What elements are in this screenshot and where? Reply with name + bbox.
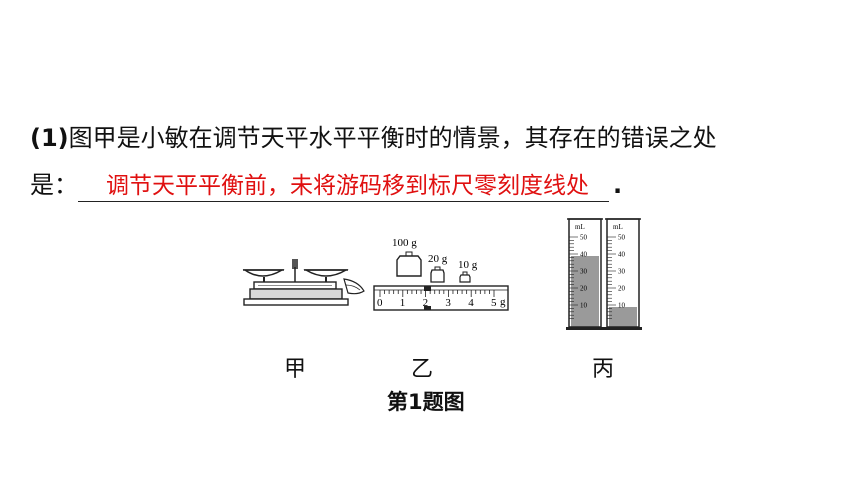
scale-tick-label: 4: [468, 297, 474, 309]
answer-blank: 调节天平平衡前，未将游码移到标尺零刻度线处: [78, 171, 609, 202]
scale-tick-label: 2: [423, 297, 429, 309]
figure-label-yi: 乙: [411, 357, 434, 382]
figure-label-jia: 甲: [284, 357, 307, 382]
scale-tick-label: 0: [377, 297, 383, 309]
scale-tick-label: 1: [400, 297, 406, 309]
rider-bottom: [424, 306, 431, 310]
rider-top: [424, 286, 431, 291]
cylinder-tick-label: 30: [580, 268, 588, 276]
scale-tick-label: 5: [491, 297, 497, 309]
weight-label-100: 100 g: [392, 237, 417, 249]
cylinder-tick-label: 20: [580, 285, 588, 293]
figure-bing-cylinders: mL 50 40 30 20 10 mL 50 40 30 20 10: [566, 218, 642, 330]
figure-jia-balance: [242, 259, 365, 306]
liquid: [571, 256, 599, 327]
cylinder-base: [604, 327, 642, 330]
weight-label-20: 20 g: [428, 253, 448, 265]
weight-label-10: 10 g: [458, 259, 478, 271]
cylinder-tick-label: 40: [580, 251, 588, 259]
question-line-2: 是：调节天平平衡前，未将游码移到标尺零刻度线处.: [30, 165, 622, 202]
question-number: (1): [30, 124, 69, 152]
end-mark: .: [613, 171, 623, 199]
liquid: [609, 307, 637, 327]
cylinder-unit: mL: [575, 223, 585, 231]
scale-tick-label: 3: [445, 297, 451, 309]
figure-caption: 第1题图: [387, 390, 465, 414]
cylinder-tick-label: 20: [618, 285, 626, 293]
cylinder-tick-label: 10: [580, 302, 588, 310]
question-prefix: 是：: [30, 171, 78, 199]
figure-yi-weights-scale: 100 g 20 g 10 g 0 1 2 3 4 5 g: [373, 237, 509, 311]
cylinder-unit: mL: [613, 223, 623, 231]
cylinder-tick-label: 30: [618, 268, 626, 276]
cylinder-tick-label: 50: [580, 234, 588, 242]
cylinder-tick-label: 40: [618, 251, 626, 259]
scale-unit: g: [500, 296, 506, 308]
cylinder-tick-label: 10: [618, 302, 626, 310]
question-line-1: (1)图甲是小敏在调节天平水平平衡时的情景，其存在的错误之处: [30, 118, 717, 153]
figure-label-bing: 丙: [592, 357, 615, 382]
cylinder-base: [566, 327, 604, 330]
question-text: 图甲是小敏在调节天平水平平衡时的情景，其存在的错误之处: [68, 124, 717, 152]
cylinder-tick-label: 50: [618, 234, 626, 242]
